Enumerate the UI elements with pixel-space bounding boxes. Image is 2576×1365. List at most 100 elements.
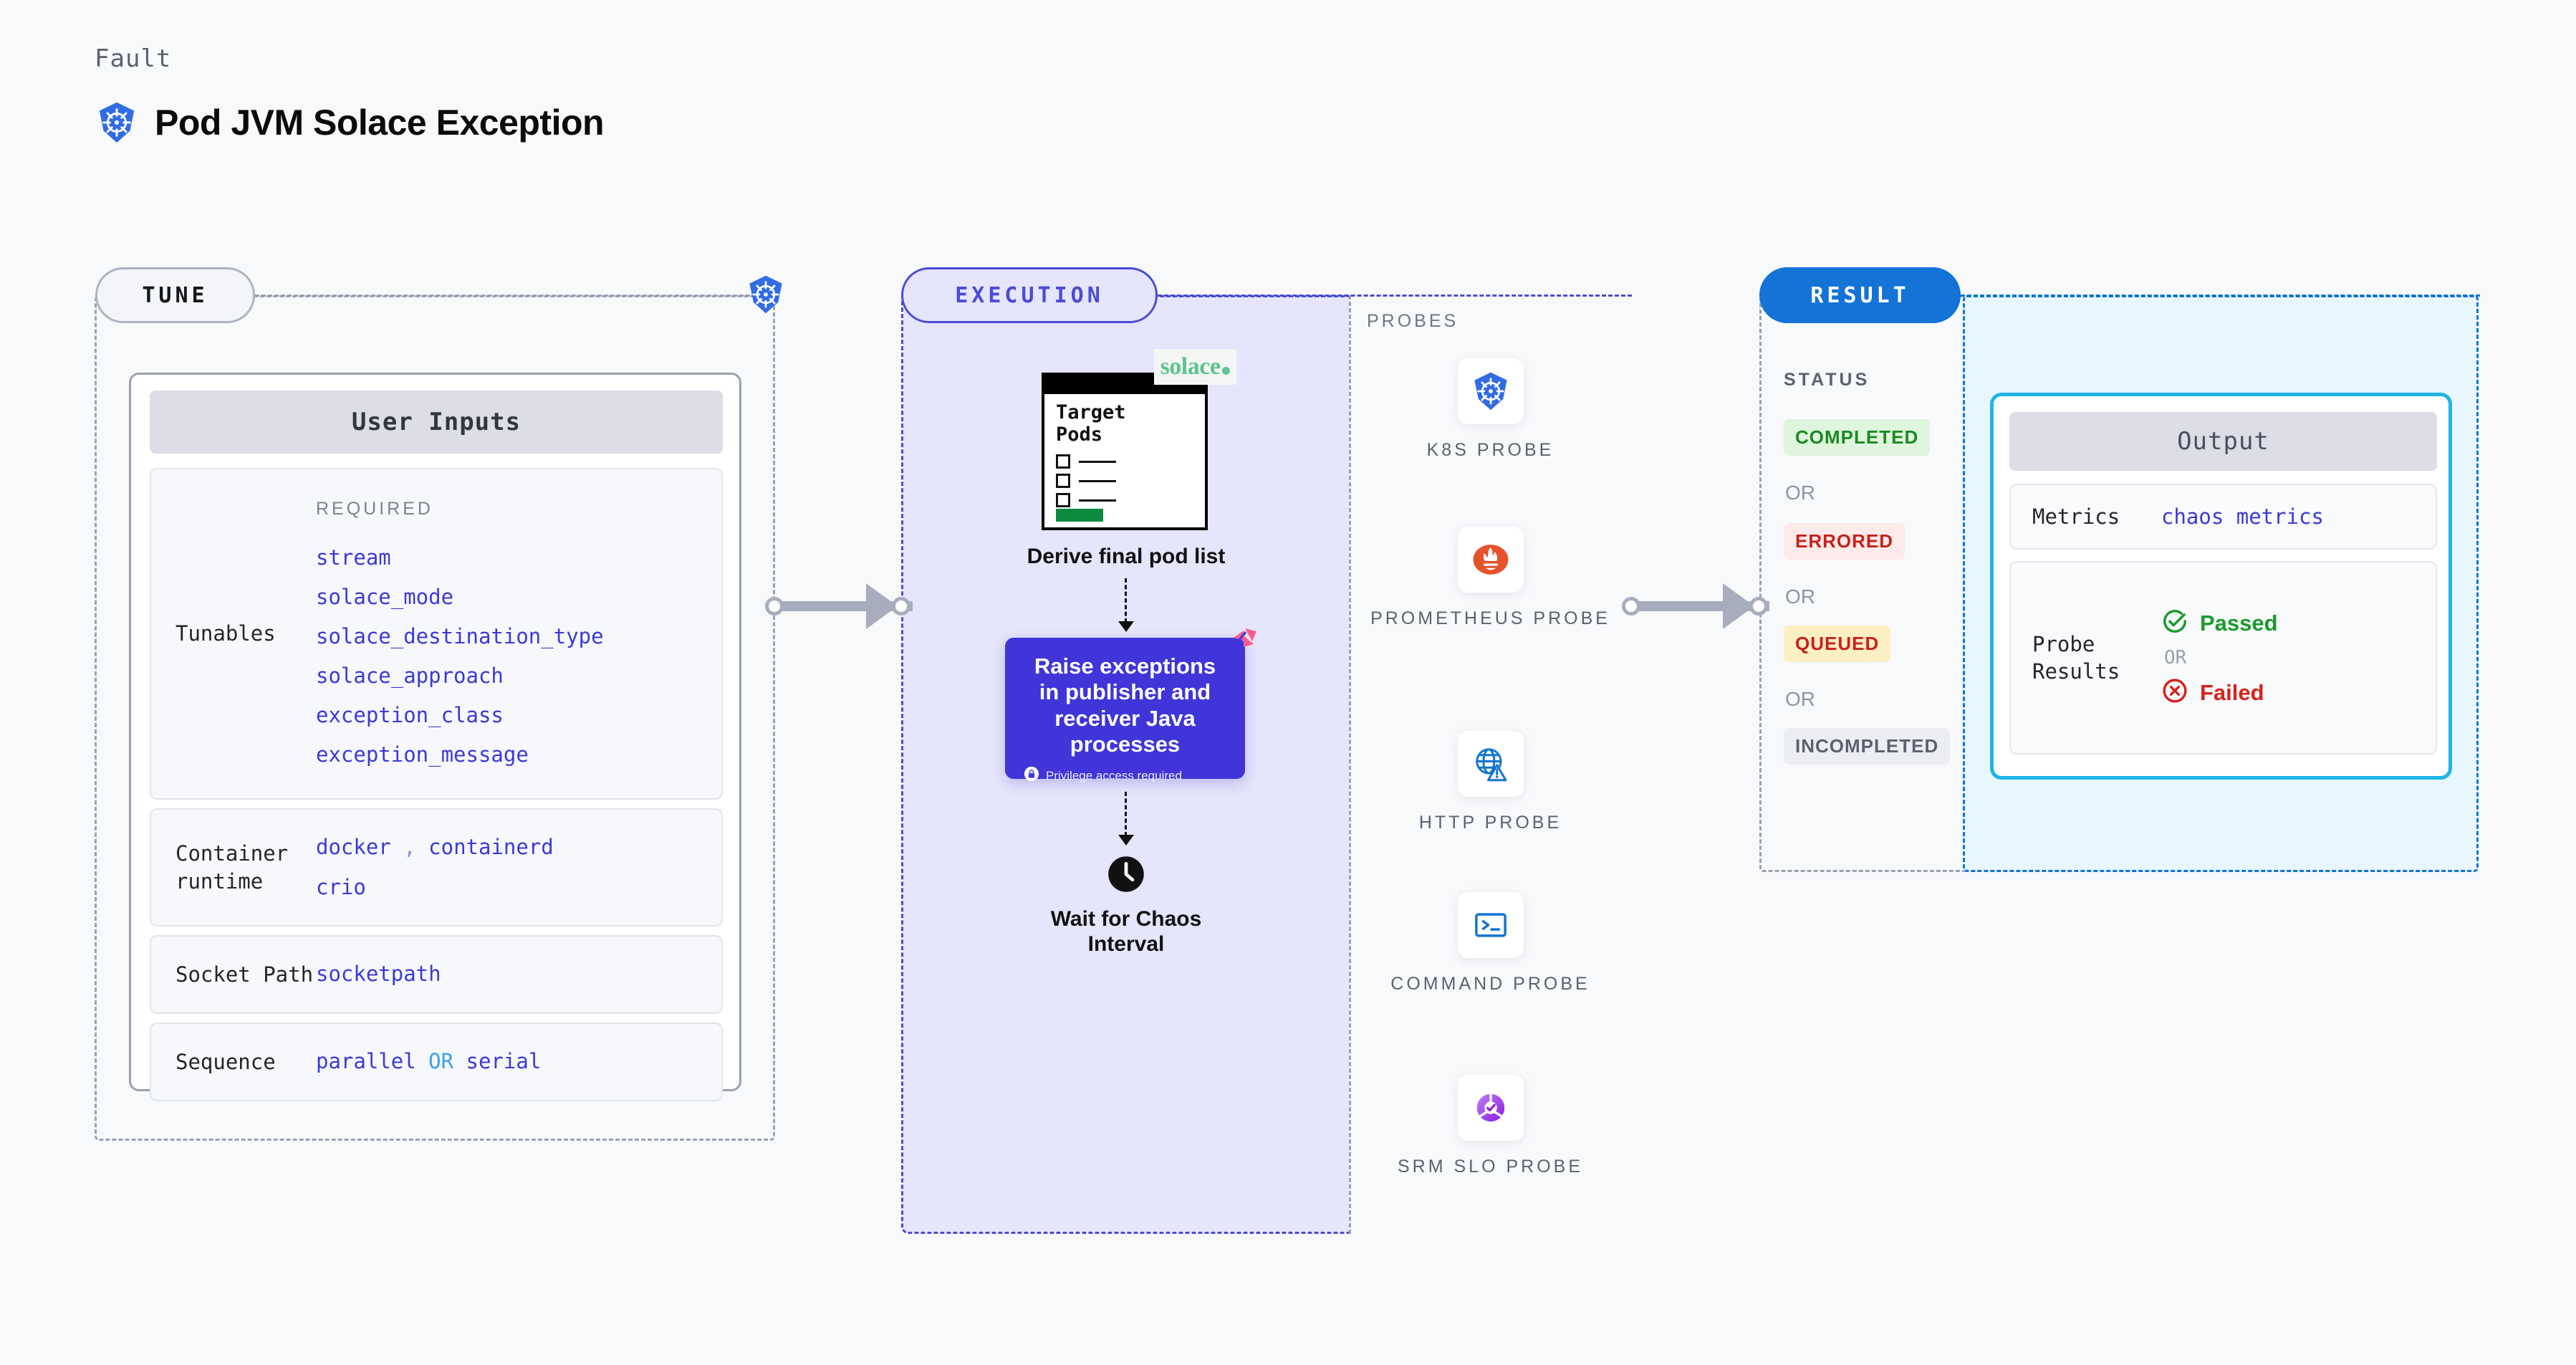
connector-dot [1749, 597, 1768, 616]
or-separator: OR [2164, 647, 2187, 669]
tunable-exception-class[interactable]: exception_class [316, 703, 504, 728]
probe-results-label: Probe Results [2032, 631, 2120, 684]
wait-chaos-step: Wait for Chaos Interval [903, 855, 1349, 957]
probe-http[interactable]: HTTP PROBE [1349, 731, 1632, 835]
kubernetes-icon [1457, 358, 1524, 424]
green-bar-indicator [1056, 509, 1103, 522]
tune-section-pill[interactable]: TUNE [95, 267, 255, 323]
title-row: Pod JVM Solace Exception [95, 100, 605, 145]
list-item [1056, 493, 1116, 507]
probe-prometheus[interactable]: PROMETHEUS PROBE [1349, 527, 1632, 631]
tunable-solace-approach[interactable]: solace_approach [316, 664, 504, 689]
probe-srm-slo[interactable]: SRM SLO PROBE [1349, 1075, 1632, 1179]
runtime-crio[interactable]: crio [316, 874, 366, 899]
or-separator: OR [1785, 482, 1815, 504]
container-runtime-label: Container runtime [176, 841, 289, 894]
page-header: Fault Pod JVM Solace Exception [95, 44, 605, 145]
sequence-parallel[interactable]: parallel [316, 1049, 416, 1074]
table-row: Probe Results Passed OR [2009, 561, 2437, 755]
target-pods-card: Target Pods [1042, 373, 1208, 530]
status-badge-queued: QUEUED [1784, 626, 1891, 662]
tunables-values: REQUIRED stream solace_mode solace_desti… [316, 492, 604, 775]
table-row: Tunables REQUIRED stream solace_mode sol… [150, 468, 723, 800]
raise-exceptions-text: Raise exceptions in publisher and receiv… [1034, 653, 1216, 757]
flow-arrow-1-head [1118, 621, 1134, 632]
execution-section-pill[interactable]: EXECUTION [901, 267, 1158, 323]
tunable-exception-message[interactable]: exception_message [316, 742, 529, 767]
prometheus-icon [1457, 527, 1524, 593]
connector-dot [892, 597, 910, 616]
probe-label: HTTP PROBE [1418, 813, 1562, 833]
solace-logo: solace [1154, 349, 1236, 385]
lock-icon [1024, 766, 1039, 785]
flow-arrow-2 [1125, 792, 1127, 836]
probe-command[interactable]: COMMAND PROBE [1349, 892, 1632, 997]
probe-result-failed: Failed [2161, 677, 2278, 708]
line-icon [1079, 479, 1116, 482]
tune-dash-line [255, 294, 756, 297]
result-dash-line [1961, 294, 2480, 297]
terminal-icon [1457, 892, 1524, 958]
wait-chaos-label: Wait for Chaos Interval [1050, 907, 1202, 956]
list-item [1056, 474, 1116, 488]
runtime-separator: , [403, 835, 416, 860]
or-separator: OR [1785, 585, 1815, 608]
derive-pod-list-label: Derive final pod list [1027, 545, 1226, 568]
metrics-label: Metrics [2032, 504, 2120, 529]
metrics-value[interactable]: chaos metrics [2161, 504, 2324, 529]
probe-label: COMMAND PROBE [1390, 974, 1590, 994]
output-header: Output [2009, 412, 2437, 471]
probes-title: PROBES [1367, 311, 1459, 331]
required-label: REQUIRED [316, 499, 433, 519]
checkbox-icon [1056, 493, 1070, 507]
socket-path-values: socketpath [316, 954, 441, 994]
tunable-solace-mode[interactable]: solace_mode [316, 585, 454, 610]
http-globe-warning-icon [1457, 731, 1524, 797]
check-circle-icon [2161, 608, 2188, 638]
or-separator: OR [1785, 688, 1815, 710]
tunables-label: Tunables [176, 621, 276, 646]
connector-arrowhead [1723, 583, 1754, 629]
checkbox-icon [1056, 474, 1070, 488]
probe-results-values: Passed OR Failed [2161, 608, 2278, 708]
runtime-docker[interactable]: docker [316, 835, 391, 860]
container-runtime-values: docker , containerd crio [316, 828, 554, 906]
runtime-containerd[interactable]: containerd [428, 835, 554, 860]
probe-result-passed: Passed [2161, 608, 2278, 638]
status-badge-incompleted: INCOMPLETED [1784, 728, 1951, 765]
flow-arrow-2-head [1118, 835, 1134, 846]
line-icon [1079, 460, 1116, 463]
result-section-pill[interactable]: RESULT [1759, 267, 1961, 323]
user-inputs-card: User Inputs Tunables REQUIRED stream sol… [129, 373, 741, 1101]
probe-label: SRM SLO PROBE [1398, 1156, 1583, 1177]
fault-kicker: Fault [95, 44, 172, 73]
clock-icon [1107, 856, 1145, 896]
tunable-stream[interactable]: stream [316, 545, 391, 570]
probe-k8s[interactable]: K8S PROBE [1349, 358, 1632, 463]
checkbox-icon [1056, 454, 1070, 469]
socket-path-label: Socket Path [176, 962, 314, 987]
sequence-serial[interactable]: serial [466, 1049, 542, 1074]
status-badge-errored: ERRORED [1784, 523, 1905, 560]
tunable-solace-destination-type[interactable]: solace_destination_type [316, 624, 604, 649]
table-row: Sequence parallel OR serial [150, 1022, 723, 1101]
table-row: Container runtime docker , containerd cr… [150, 808, 723, 926]
privilege-text: Privilege access required [1046, 768, 1182, 782]
flow-arrow-1 [1125, 578, 1127, 623]
probe-label: PROMETHEUS PROBE [1370, 608, 1610, 628]
line-icon [1079, 499, 1116, 502]
status-badge-completed: COMPLETED [1784, 419, 1931, 456]
execution-flow: Target Pods solace Derive final pod list… [903, 297, 1349, 1232]
target-pods-title: Target Pods [1056, 401, 1126, 446]
sequence-separator: OR [428, 1049, 454, 1074]
probe-label: K8S PROBE [1426, 440, 1554, 460]
srm-slo-icon [1457, 1075, 1524, 1141]
list-item [1056, 454, 1116, 469]
execution-dash-line [1158, 294, 1632, 297]
sequence-label: Sequence [176, 1049, 276, 1074]
connector-dot [1622, 597, 1640, 616]
passed-text: Passed [2200, 610, 2278, 636]
socket-path-value[interactable]: socketpath [316, 962, 441, 987]
table-row: Metrics chaos metrics [2009, 484, 2437, 550]
litmus-icon [1228, 626, 1258, 659]
